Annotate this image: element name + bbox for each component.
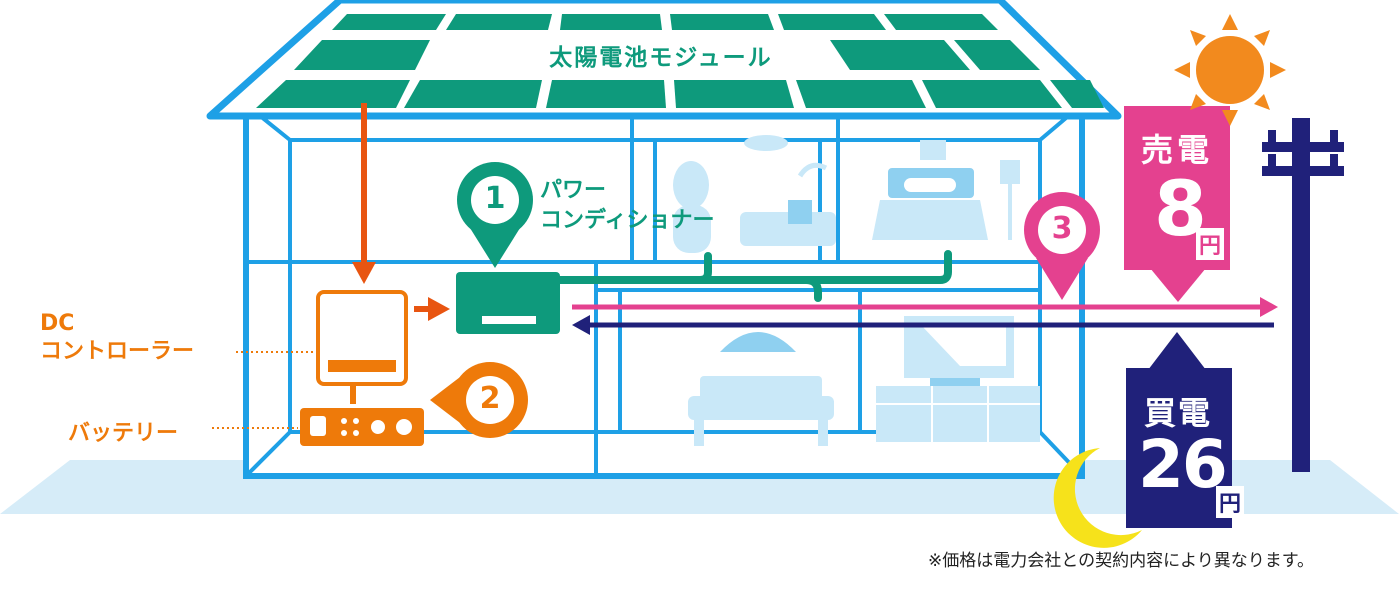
solar-module-label: 太陽電池モジュール [516, 38, 806, 78]
power-conditioner [456, 272, 560, 334]
buy-banner [1126, 332, 1232, 528]
battery-label: バッテリー [68, 421, 179, 446]
dc-controller [316, 290, 408, 404]
sell-unit: 円 [1196, 228, 1225, 260]
sun-icon [1174, 14, 1286, 126]
sell-line [572, 297, 1278, 317]
house-interior-frame [247, 105, 1081, 475]
badge-1-number: 1 [484, 181, 506, 216]
badge-3 [1024, 192, 1100, 300]
solar-panels [256, 14, 1104, 108]
tv-appliance [876, 316, 1040, 442]
price-note: ※価格は電力会社との契約内容により異なります。 [928, 551, 1315, 571]
power-conditioner-label: パワー コンディショナー [540, 176, 714, 236]
bathtub-appliance [740, 162, 836, 246]
buy-unit: 円 [1216, 486, 1245, 518]
battery [300, 408, 424, 446]
dc-controller-label: DC コントローラー [40, 310, 194, 366]
buy-price: 26 [1138, 426, 1228, 503]
badge-1 [457, 162, 533, 268]
solar-to-dc-arrow [352, 103, 376, 284]
badge-3-number: 3 [1051, 211, 1073, 246]
toilet-appliance [673, 161, 711, 253]
sell-label: 売電 [1140, 131, 1213, 169]
dc-controller-label-line1: DC [40, 311, 75, 336]
label-leaders [212, 351, 316, 429]
utility-pole [1262, 118, 1344, 472]
buy-line [572, 315, 1274, 335]
power-conditioner-label-line1: パワー [540, 178, 607, 203]
ceiling-light-lower [720, 332, 796, 352]
badge-2 [430, 362, 528, 438]
power-wiring [556, 250, 952, 302]
dc-to-pc-arrow [414, 297, 450, 321]
ceiling-light-upper [744, 135, 788, 151]
moon-icon [1053, 448, 1142, 548]
buy-label: 買電 [1143, 394, 1212, 432]
power-conditioner-label-line2: コンディショナー [540, 208, 715, 233]
dc-controller-label-line2: コントローラー [40, 339, 195, 364]
badge-2-number: 2 [479, 381, 501, 416]
sofa-appliance [688, 376, 834, 446]
bed-appliance [872, 140, 1020, 240]
